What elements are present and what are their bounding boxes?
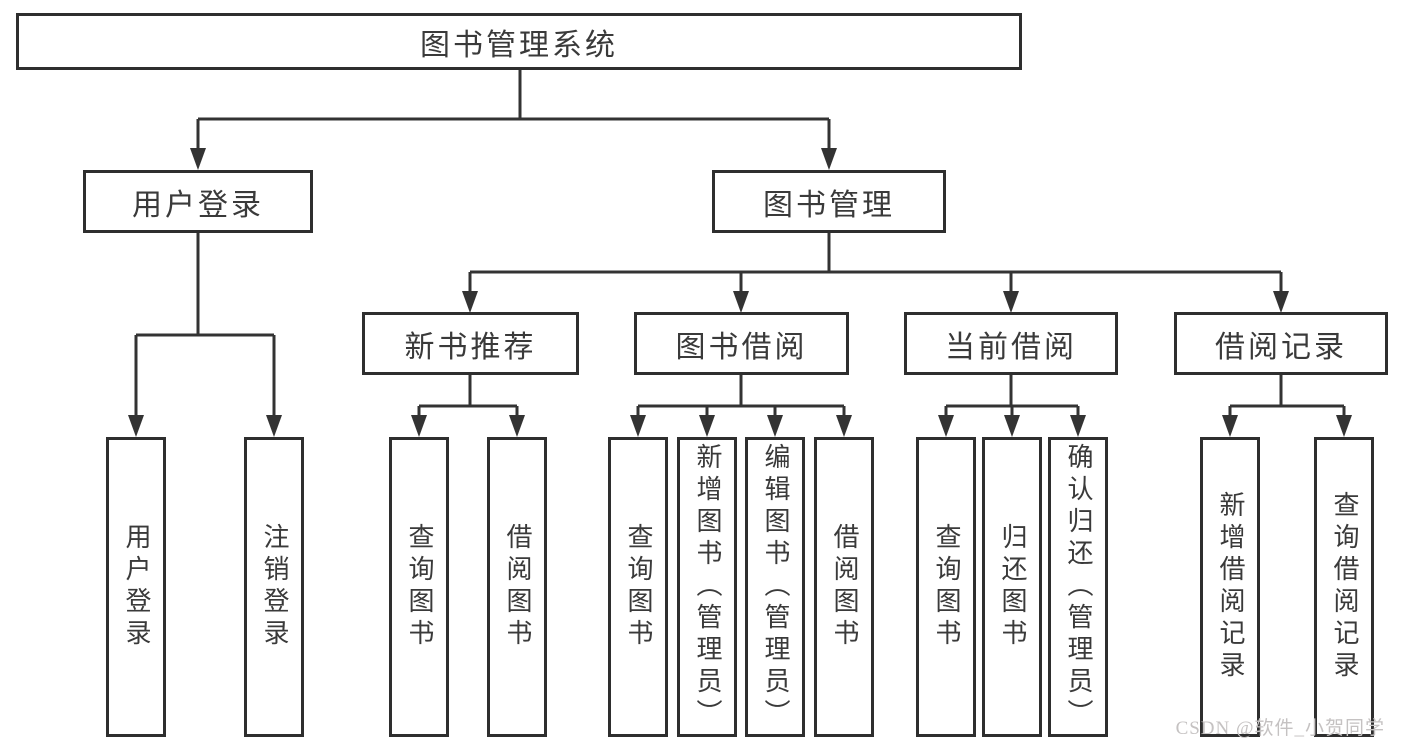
node-borrowing-records-label: 借阅记录 xyxy=(1215,330,1347,364)
node-book-borrowing-label: 图书借阅 xyxy=(675,330,808,364)
leaf-edit-books-admin: 编辑图书（管理员） xyxy=(745,437,805,737)
connector-user-login-to-leaves xyxy=(128,233,282,437)
leaf-logout-label: 注销登录 xyxy=(260,523,289,651)
connector-current-borrow-to-leaves xyxy=(938,375,1086,437)
leaf-user-login: 用户登录 xyxy=(106,437,166,737)
node-library-system: 图书管理系统 xyxy=(16,13,1022,70)
leaf-add-books-admin: 新增图书（管理员） xyxy=(677,437,737,737)
leaf-confirm-return-admin-label: 确认归还（管理员） xyxy=(1064,443,1093,731)
connector-borrow-records-to-leaves xyxy=(1222,375,1352,437)
leaf-query-books-current: 查询图书 xyxy=(916,437,976,737)
node-new-book-recommendation: 新书推荐 xyxy=(362,312,579,375)
leaf-borrow-books: 借阅图书 xyxy=(814,437,874,737)
node-book-management-label: 图书管理 xyxy=(763,188,895,222)
node-book-borrowing: 图书借阅 xyxy=(634,312,849,375)
leaf-borrow-books-recommend: 借阅图书 xyxy=(487,437,547,737)
leaf-query-books-recommend-label: 查询图书 xyxy=(405,523,434,651)
connector-new-book-to-leaves xyxy=(411,375,525,437)
node-current-borrowing-label: 当前借阅 xyxy=(945,330,1077,364)
csdn-watermark: CSDN @软件_小贺同学 xyxy=(1175,718,1385,739)
leaf-user-login-label: 用户登录 xyxy=(122,523,151,651)
leaf-return-books-label: 归还图书 xyxy=(998,523,1027,651)
node-library-system-label: 图书管理系统 xyxy=(420,28,618,62)
node-borrowing-records: 借阅记录 xyxy=(1174,312,1388,375)
leaf-add-borrow-record-label: 新增借阅记录 xyxy=(1216,491,1245,683)
leaf-query-borrow-record-label: 查询借阅记录 xyxy=(1330,491,1359,683)
connector-root-to-level2 xyxy=(190,70,837,170)
leaf-query-books-borrow: 查询图书 xyxy=(608,437,668,737)
leaf-query-borrow-record: 查询借阅记录 xyxy=(1314,437,1374,737)
leaf-add-books-admin-label: 新增图书（管理员） xyxy=(693,443,722,731)
connector-book-borrow-to-leaves xyxy=(630,375,852,437)
leaf-query-books-recommend: 查询图书 xyxy=(389,437,449,737)
leaf-borrow-books-label: 借阅图书 xyxy=(830,523,859,651)
node-new-book-recommendation-label: 新书推荐 xyxy=(404,330,537,364)
node-user-login: 用户登录 xyxy=(83,170,313,233)
leaf-edit-books-admin-label: 编辑图书（管理员） xyxy=(761,443,790,731)
leaf-query-books-borrow-label: 查询图书 xyxy=(624,523,653,651)
leaf-borrow-books-recommend-label: 借阅图书 xyxy=(503,523,532,651)
node-current-borrowing: 当前借阅 xyxy=(904,312,1118,375)
node-user-login-label: 用户登录 xyxy=(132,188,264,222)
leaf-confirm-return-admin: 确认归还（管理员） xyxy=(1048,437,1108,737)
leaf-logout: 注销登录 xyxy=(244,437,304,737)
node-book-management: 图书管理 xyxy=(712,170,946,233)
leaf-query-books-current-label: 查询图书 xyxy=(932,523,961,651)
leaf-add-borrow-record: 新增借阅记录 xyxy=(1200,437,1260,737)
leaf-return-books: 归还图书 xyxy=(982,437,1042,737)
connector-book-mgmt-to-level3 xyxy=(462,233,1289,313)
